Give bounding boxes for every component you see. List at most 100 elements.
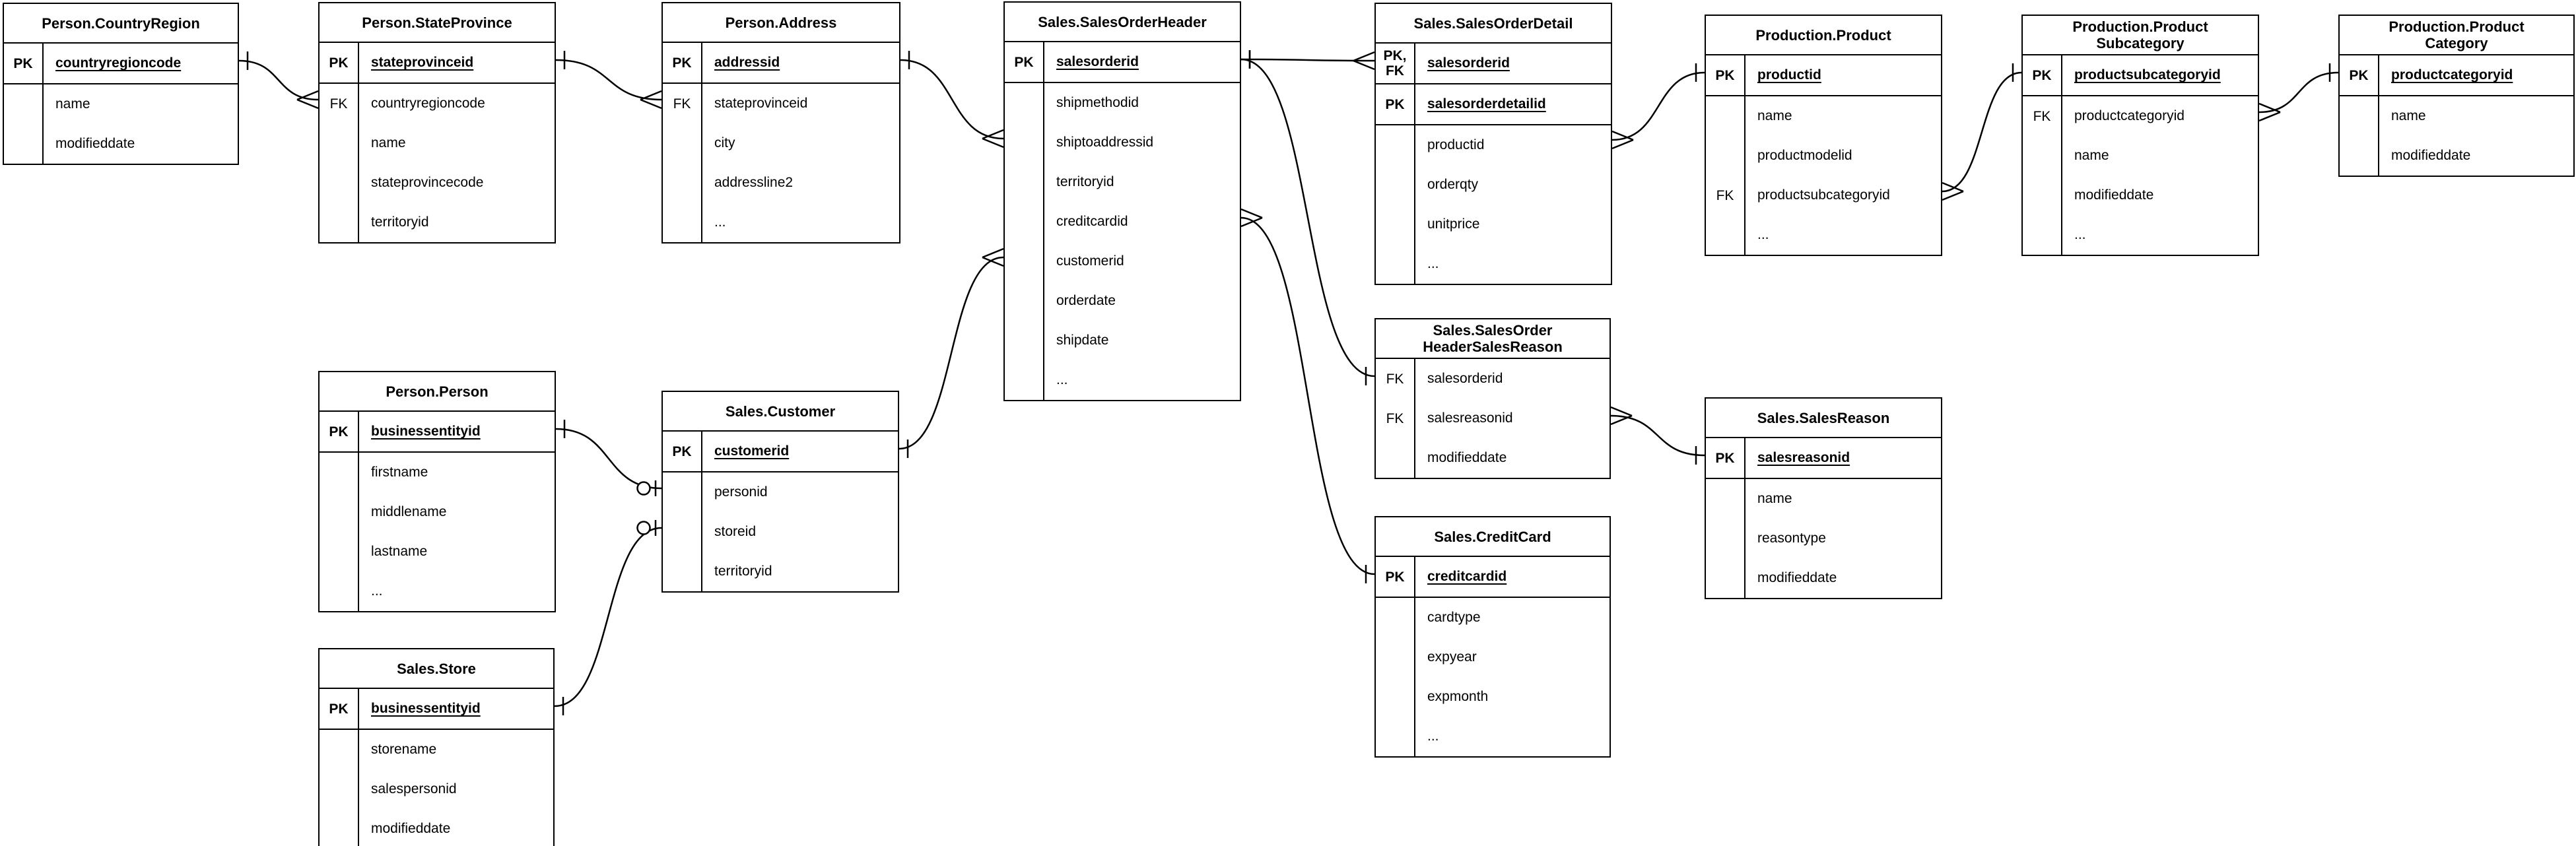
key-label: [320, 163, 359, 203]
relationship-line: [1240, 208, 1263, 228]
field-row-ellipsis: ...: [2023, 215, 2258, 255]
field-name: expmonth: [1427, 689, 1489, 704]
field-row-orderqty: orderqty: [1376, 165, 1611, 205]
field-name: customerid: [1056, 253, 1124, 269]
key-label: [2023, 136, 2062, 176]
field-name: name: [371, 135, 406, 150]
field-row-expyear: expyear: [1376, 637, 1610, 677]
entity-title: Sales.Customer: [663, 392, 898, 432]
field-name: orderdate: [1056, 293, 1116, 308]
entity-title: Person.CountryRegion: [4, 4, 238, 44]
field-row-shipmethodid: shipmethodid: [1005, 83, 1240, 123]
relationship-line: [2258, 71, 2339, 114]
entity-title: Sales.SalesReason: [1706, 399, 1941, 438]
field-name: productsubcategoryid: [2074, 67, 2221, 82]
field-name: name: [1757, 491, 1792, 506]
key-label: [663, 163, 702, 203]
field-name: lastname: [371, 544, 428, 559]
relationship-line: [1610, 414, 1705, 457]
relationship-line: [982, 247, 1004, 267]
key-label: PK, FK: [1376, 44, 1415, 83]
field-row-modifieddate: modifieddate: [320, 809, 553, 846]
key-label: [1376, 165, 1415, 205]
field-row-unitprice: unitprice: [1376, 205, 1611, 244]
field-name: territoryid: [371, 214, 429, 230]
entity-section: shipmethodid shiptoaddressid territoryid cr…: [1005, 82, 1240, 400]
field-row-cardtype: cardtype: [1376, 598, 1610, 637]
field-row-ellipsis: ...: [1706, 215, 1941, 255]
key-label: [1706, 519, 1746, 558]
relationship-line: [238, 59, 319, 101]
field-row-shiptoaddressid: shiptoaddressid: [1005, 123, 1240, 162]
field-row-ellipsis: ...: [1376, 717, 1610, 756]
key-label: [1376, 598, 1415, 637]
entity-title: Production.Product: [1706, 16, 1941, 55]
key-label: PK: [663, 432, 702, 471]
entity-title: Production.Product Subcategory: [2023, 16, 2258, 55]
key-label: [320, 571, 359, 611]
field-name: name: [2074, 148, 2109, 163]
relationship-line: [1611, 130, 1634, 150]
field-row-modifieddate: modifieddate: [1706, 558, 1941, 598]
field-name: name: [55, 96, 90, 112]
key-label: [1005, 162, 1044, 202]
field-name: reasontype: [1757, 531, 1826, 546]
key-label: [320, 730, 359, 769]
field-row-salespersonid: salespersonid: [320, 769, 553, 809]
key-label: [1376, 244, 1415, 284]
relationship-line: [1610, 406, 1633, 426]
field-row-ellipsis: ...: [320, 571, 555, 611]
field-name: productcategoryid: [2074, 108, 2185, 123]
relationship-line: [1942, 181, 1964, 201]
key-label: PK: [320, 412, 359, 451]
field-name: creditcardid: [1056, 214, 1128, 229]
key-label: [1005, 360, 1044, 400]
field-name: salesorderdetailid: [1427, 96, 1546, 112]
field-name: productid: [1427, 137, 1485, 152]
key-label: [4, 84, 44, 124]
relationship-line: [1353, 51, 1375, 71]
key-label: [1706, 136, 1746, 176]
field-name: territoryid: [1056, 174, 1114, 189]
field-name: salesorderid: [1427, 371, 1503, 386]
field-name: businessentityid: [371, 701, 481, 716]
key-label: PK: [1376, 557, 1415, 597]
field-name: shipmethodid: [1056, 95, 1139, 110]
field-row-middlename: middlename: [320, 492, 555, 532]
field-name: territoryid: [714, 564, 772, 579]
